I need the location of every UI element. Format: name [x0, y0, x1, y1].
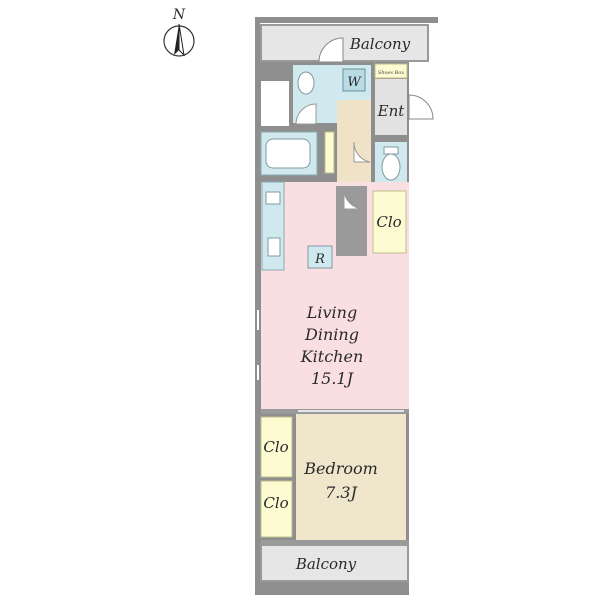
north-arrow-icon: [174, 24, 179, 55]
balcony-door-swing-icon: [318, 37, 344, 63]
closet-bed-2-label: Clo: [263, 494, 288, 512]
washbasin-icon: [297, 71, 315, 95]
closet-bed-1-label: Clo: [263, 438, 288, 456]
toilet-bowl-icon: [381, 153, 401, 181]
shoes-box: [374, 63, 408, 79]
wall-bedroom-balcony: [261, 540, 409, 545]
stove-icon: [265, 191, 281, 205]
ldk-label-size: 15.1J: [311, 369, 355, 388]
bathtub-icon: [265, 138, 311, 169]
closet-bed-1: [260, 416, 293, 478]
ldk-label-dining: Dining: [304, 325, 359, 344]
entrance-door-swing-icon: [408, 94, 434, 120]
washer-space: [342, 68, 366, 92]
north-label: N: [172, 7, 186, 23]
ldk-label-living: Living: [306, 303, 357, 322]
closet-entry-fill: [372, 190, 407, 254]
balcony-bottom-label: Balcony: [295, 555, 357, 573]
washer-label: W: [347, 75, 362, 90]
entrance: [375, 79, 407, 135]
refrigerator-space: [307, 245, 333, 269]
bedroom-label: Bedroom: [303, 459, 378, 478]
ldk-label-kitchen: Kitchen: [300, 347, 364, 366]
compass: N: [163, 7, 195, 57]
toilet-tank-icon: [383, 146, 399, 155]
kitchen-sink-icon: [267, 237, 281, 257]
storage-upper-left: [261, 81, 289, 126]
balcony-top: [260, 24, 429, 62]
toilet-door-swing-icon: [353, 141, 371, 163]
north-arrow-half-icon: [178, 23, 185, 57]
shoes-box-label: Shoes Box: [378, 70, 404, 76]
ldk-door-swing-icon: [343, 188, 365, 210]
wall-segment-center: [336, 186, 367, 256]
entrance-label: Ent: [377, 102, 406, 120]
wash-door-swing-icon: [295, 103, 317, 125]
bedroom: [296, 414, 406, 540]
linen-cabinet: [324, 131, 335, 174]
closet-bed-2: [260, 480, 293, 538]
refrigerator-label: R: [314, 252, 325, 267]
bedroom-size-label: 7.3J: [325, 483, 358, 502]
wall-cut-right: [409, 61, 438, 600]
balcony-bottom: [260, 544, 409, 582]
closet-entry-label-2: Clo: [376, 213, 401, 231]
balcony-top-label: Balcony: [349, 35, 411, 53]
